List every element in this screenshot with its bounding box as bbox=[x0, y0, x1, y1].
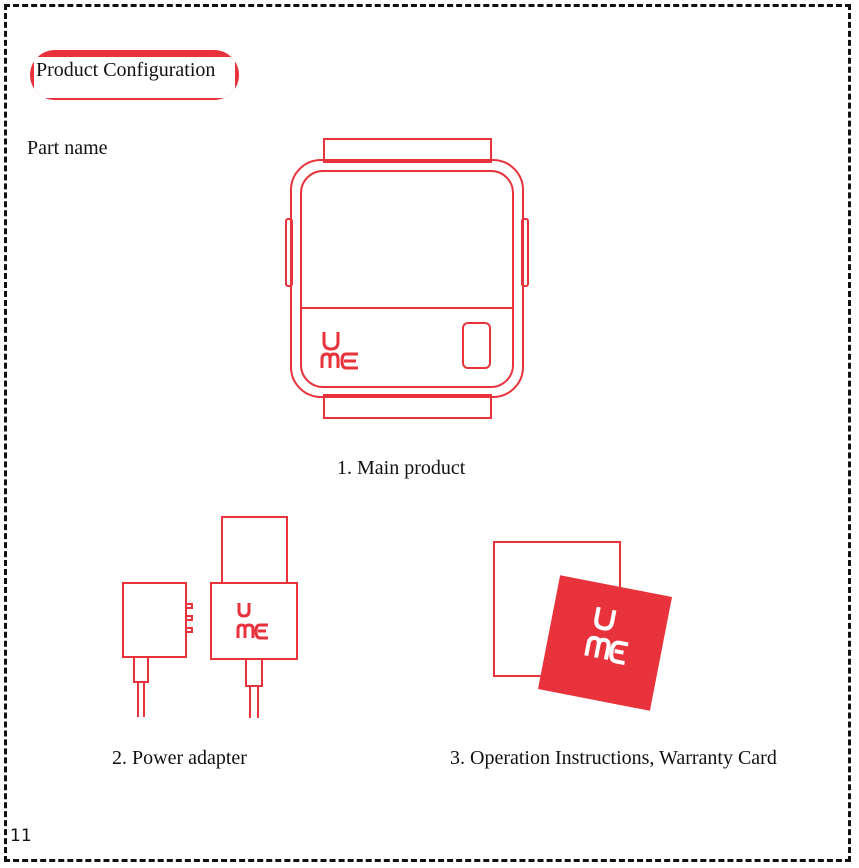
documents-icon bbox=[493, 541, 673, 711]
section-header-inner bbox=[34, 57, 235, 98]
page-frame bbox=[4, 4, 851, 862]
page-number: 11 bbox=[10, 826, 32, 846]
item-caption-main-product: 1. Main product bbox=[337, 457, 466, 479]
item-caption-power-adapter: 2. Power adapter bbox=[112, 747, 247, 769]
section-title: Product Configuration bbox=[36, 59, 216, 81]
smartwatch-icon bbox=[285, 138, 529, 419]
power-adapter-icon bbox=[122, 516, 298, 718]
part-name-heading: Part name bbox=[27, 137, 108, 159]
item-caption-documents: 3. Operation Instructions, Warranty Card bbox=[450, 747, 777, 769]
section-header: Product Configuration bbox=[30, 50, 239, 100]
